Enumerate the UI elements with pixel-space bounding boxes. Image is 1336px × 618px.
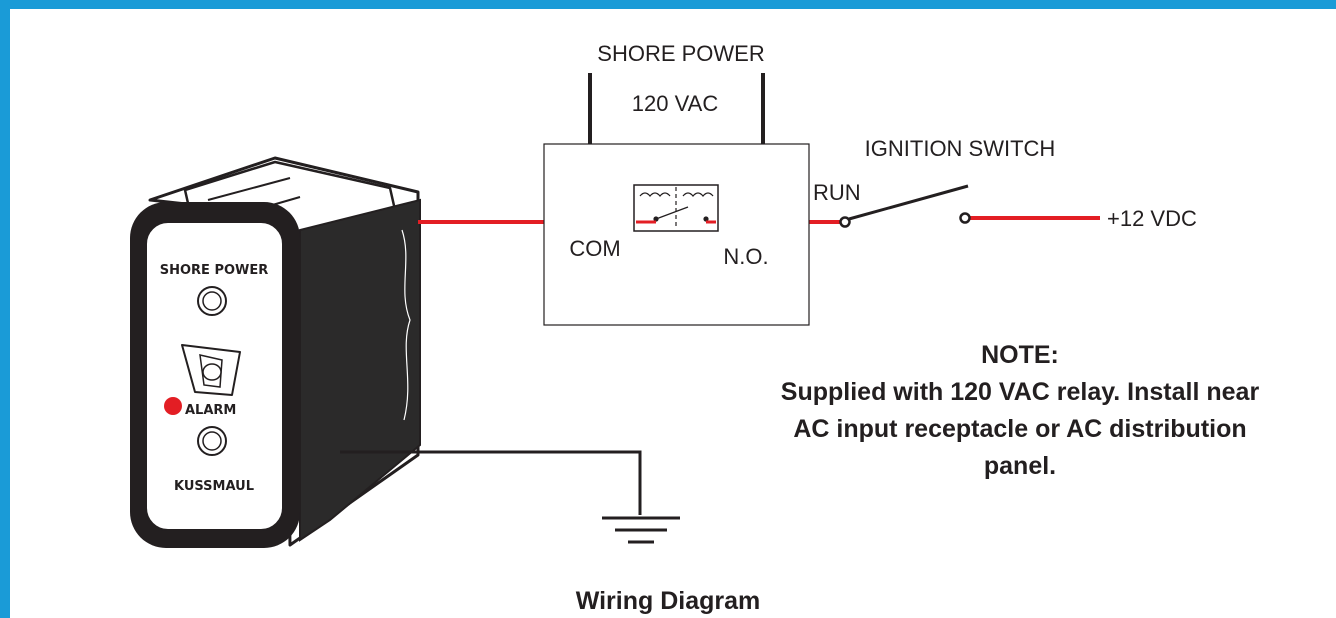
frame-left-border (0, 0, 10, 618)
panel-title: SHORE POWER (160, 263, 269, 278)
panel-side (299, 198, 421, 542)
vdc-label: +12 VDC (1107, 206, 1197, 231)
shore-power-panel: SHORE POWER ALARM KUSSMAUL (130, 156, 421, 548)
note-heading: NOTE: (981, 341, 1059, 369)
ignition-switch-label: IGNITION SWITCH (865, 136, 1056, 161)
horn-icon (181, 344, 241, 396)
com-label: COM (569, 236, 620, 261)
alarm-label: ALARM (185, 403, 236, 418)
alarm-led (164, 397, 182, 415)
shore-power-label: SHORE POWER (597, 41, 764, 66)
ground-wire (340, 450, 642, 515)
diagram-caption: Wiring Diagram (576, 587, 761, 615)
relay-icon (633, 184, 719, 232)
brand-label: KUSSMAUL (174, 479, 254, 494)
run-label: RUN (813, 180, 861, 205)
note-line-3: panel. (984, 452, 1056, 480)
ground-symbol-icon (602, 516, 680, 544)
note-line-1: Supplied with 120 VAC relay. Install nea… (781, 378, 1260, 406)
no-label: N.O. (723, 244, 768, 269)
note-line-2: AC input receptacle or AC distribution (793, 415, 1246, 443)
frame-top-border (0, 0, 1336, 9)
voltage-ac-label: 120 VAC (632, 91, 719, 116)
relay-enclosure (543, 143, 810, 326)
ignition-switch-icon (839, 184, 971, 228)
